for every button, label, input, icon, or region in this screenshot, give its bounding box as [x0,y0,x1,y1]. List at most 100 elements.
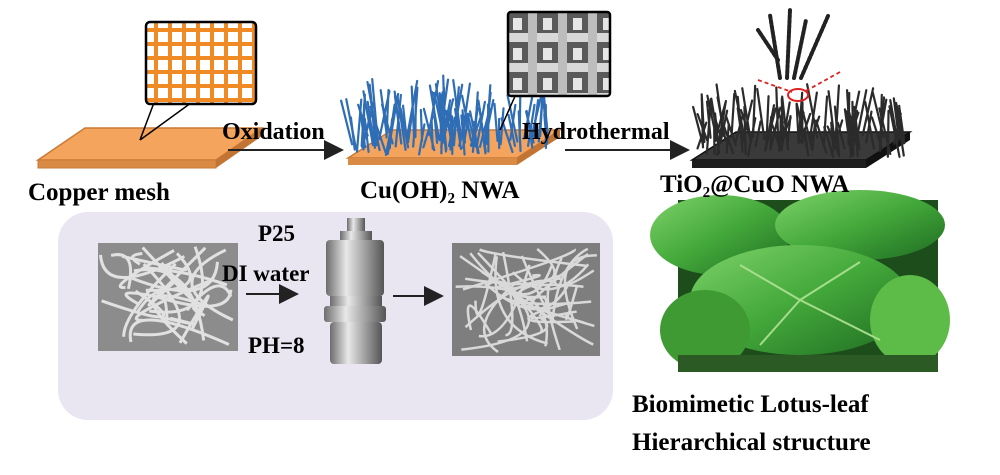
nanowire [741,87,752,142]
nanowire [469,113,483,147]
sem-fiber [110,253,133,290]
weave-zoom-inset [499,10,612,131]
nanowire [706,94,719,142]
nanowire [827,90,836,144]
sem-fiber [546,277,562,351]
sem-fiber [128,318,230,346]
sem-fiber [511,263,590,291]
nanowire [523,89,535,140]
nanowire [801,109,814,151]
autoclave-image [324,218,386,364]
nanowire [363,117,370,153]
nanowire [870,116,884,150]
label-di-water: DI water [222,261,310,286]
nanowire [478,107,491,148]
nanowire [493,102,499,143]
sem-fiber [551,247,589,324]
lotus-leaf-photo [650,190,950,372]
nanowire [460,94,473,142]
nanowire [716,96,727,142]
sem-fiber [134,279,210,322]
nanowire [769,106,782,151]
nanowire [730,92,736,139]
sem-fiber [482,283,516,353]
nanowire [888,105,901,158]
nanowire [518,91,522,140]
nanowire [830,119,844,156]
nanowire [781,95,790,151]
nanowire [349,116,356,151]
nanowire [856,89,868,137]
dark-nanowires [692,83,906,159]
nanowire [430,119,434,150]
sem-image-before [98,243,238,351]
sem-fiber [469,252,553,296]
nanowire [439,93,448,151]
label-hierarchical: Hierarchical structure [632,429,871,456]
copper-mesh-plate [35,127,265,169]
label-ph: PH=8 [248,333,305,358]
nanowire [806,83,819,139]
sem-fiber [133,262,181,337]
sem-fiber [192,306,206,318]
nanowire [384,97,398,157]
nanowire [710,97,721,147]
sem-fiber [455,285,548,347]
nanowire [374,122,388,156]
nanowire [834,84,841,140]
nanowire [864,100,876,150]
sem-fiber [136,291,169,323]
nanowire [736,95,744,153]
sem-fiber [101,289,166,319]
nanowire [340,99,354,146]
nanowire [700,97,705,149]
nanowire [777,112,784,147]
sem-fiber [133,268,206,341]
nanowire [355,98,363,153]
sem-fiber [185,284,233,312]
label-tio2-cuo-nwa: TiO₂@CuO NWA [660,171,850,198]
nanowire [509,103,517,141]
nanowire [717,110,726,144]
nanowire [756,87,766,141]
nanowire [751,84,757,139]
nanowire [893,112,902,145]
nanowire [531,98,540,142]
nanowire [428,84,441,141]
nanowire [725,124,730,155]
sem-fiber [478,248,587,268]
nanowire [461,109,467,144]
nanowire [454,102,461,136]
nanowire [412,86,419,148]
nanowire [362,103,366,151]
blue-nanowires [340,74,550,157]
nanowire [898,104,906,145]
nanowire [871,91,885,139]
nanowire [385,88,390,139]
sem-fiber [121,254,188,272]
nanowire [471,99,479,153]
nanowire [799,112,812,144]
nanowire [366,100,375,146]
nanowire [440,113,450,145]
sem-fiber [464,279,555,329]
sem-fiber [478,264,531,338]
label-oxidation: Oxidation [222,119,325,145]
nanowire-zoom [756,8,841,102]
nanowire [795,102,809,150]
sem-fiber [474,254,497,316]
label-cuoh2-nwa: Cu(OH)₂ NWA [360,177,520,204]
label-biomimetic: Biomimetic Lotus-leaf [632,391,869,418]
nanowire [822,95,829,147]
sem-fiber [477,251,543,334]
nanowire [775,86,780,141]
nanowire [399,107,410,149]
sem-fiber [131,252,143,266]
nanowire [886,109,890,158]
nanowire [419,108,424,143]
nanowire [754,120,762,148]
nanowire [705,100,712,139]
nanowire [845,110,852,138]
sem-fiber [461,270,531,351]
